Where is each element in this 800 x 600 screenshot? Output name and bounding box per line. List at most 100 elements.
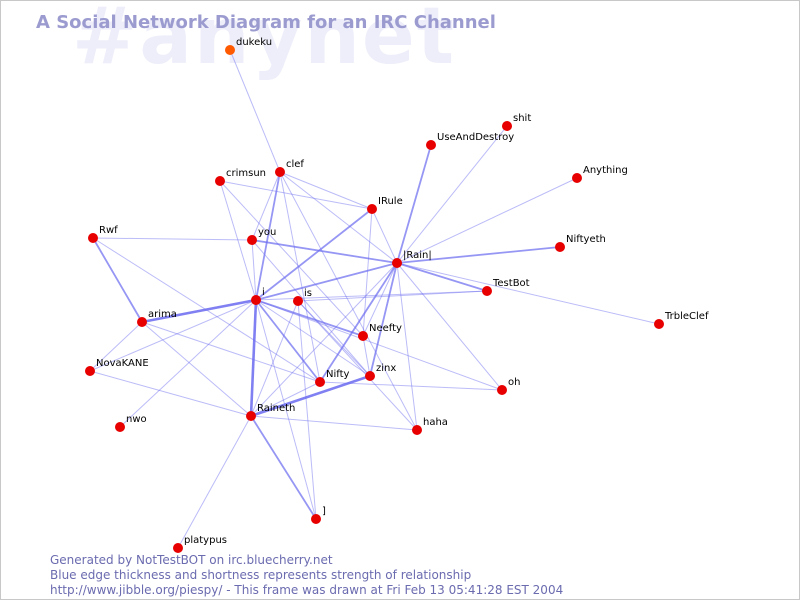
- edge-is-bracket: [297, 300, 317, 520]
- node-dot: [482, 286, 492, 296]
- edge-Rain-zinx: [369, 262, 398, 377]
- edge-i-Nifty: [255, 299, 321, 383]
- edge-is-haha: [297, 300, 418, 431]
- node-label: Niftyeth: [566, 234, 606, 245]
- node-TrbleClef: TrbleClef: [654, 311, 709, 329]
- node-dot: [247, 235, 257, 245]
- node-dot: [246, 411, 256, 421]
- node-label: nwo: [126, 414, 147, 425]
- node-dot: [412, 425, 422, 435]
- node-dot: [654, 319, 664, 329]
- node-label: clef: [286, 159, 304, 170]
- node-label: Anything: [583, 165, 628, 176]
- node-Neefty: Neefty: [358, 323, 402, 341]
- node-haha: haha: [412, 417, 448, 435]
- node-dot: [572, 173, 582, 183]
- node-label: oh: [508, 377, 520, 388]
- node-nwo: nwo: [115, 414, 147, 432]
- node-label: you: [258, 227, 276, 238]
- node-label: UseAndDestroy: [437, 132, 514, 143]
- node-NovaKANE: NovaKANE: [85, 358, 149, 376]
- edge-Neefty-zinx: [362, 335, 371, 377]
- footer-generated-by: Generated by NotTestBOT on irc.bluecherr…: [50, 553, 333, 567]
- node-label: |Rain|: [403, 250, 432, 261]
- edge-i-oh: [255, 299, 503, 391]
- edge-Rain-Neefty: [362, 262, 398, 337]
- node-dot: [555, 242, 565, 252]
- edge-IRule-Rain: [371, 208, 398, 264]
- footer-link-timestamp[interactable]: http://www.jibble.org/piespy/ - This fra…: [50, 583, 564, 597]
- node-dot: [115, 422, 125, 432]
- edge-Raineth-arima: [141, 321, 252, 417]
- node-label: Neefty: [369, 323, 402, 334]
- edge-Rain-Nifty: [319, 262, 398, 383]
- edge-crimsun-IRule: [219, 180, 373, 210]
- node-label: NovaKANE: [96, 358, 149, 369]
- node-bracket: ]: [311, 506, 326, 524]
- node-Raineth: Raineth: [246, 403, 295, 421]
- edge-layer: [89, 49, 660, 549]
- edge-you-zinx: [251, 239, 371, 377]
- node-dot: [251, 295, 261, 305]
- edge-clef-Nifty: [279, 171, 321, 383]
- edge-Nifty-oh: [319, 381, 503, 391]
- edge-arima-NovaKANE: [89, 321, 143, 372]
- edge-IRule-i: [255, 208, 373, 301]
- node-label: platypus: [184, 535, 227, 546]
- edge-you-i: [251, 239, 257, 301]
- node-Rain: |Rain|: [392, 250, 432, 268]
- node-dot: [85, 366, 95, 376]
- node-zinx: zinx: [365, 363, 396, 381]
- node-oh: oh: [497, 377, 520, 395]
- edge-clef-haha: [279, 171, 418, 431]
- edge-i-NovaKANE: [89, 299, 257, 372]
- edge-is-Raineth: [250, 300, 299, 417]
- channel-watermark: #anynet: [72, 0, 457, 82]
- node-dot: [358, 331, 368, 341]
- edge-clef-i: [255, 171, 281, 301]
- node-dot: [88, 233, 98, 243]
- edge-clef-you: [251, 171, 281, 241]
- node-platypus: platypus: [173, 535, 227, 553]
- node-is: is: [293, 288, 312, 306]
- edge-clef-Rain: [279, 171, 398, 264]
- edge-Rain-oh: [396, 262, 503, 391]
- edge-i-Raineth: [249, 299, 258, 417]
- node-Nifty: Nifty: [315, 369, 350, 387]
- node-clef: clef: [275, 159, 304, 177]
- node-dot: [502, 121, 512, 131]
- edge-you-Rain: [251, 239, 398, 264]
- edge-TestBot-Rain: [396, 262, 488, 292]
- node-dot: [275, 167, 285, 177]
- edge-Rain-haha: [396, 262, 418, 431]
- node-Rwf: Rwf: [88, 225, 118, 243]
- edge-i-zinx: [255, 299, 371, 377]
- edge-clef-IRule: [279, 171, 373, 210]
- node-dot: [365, 371, 375, 381]
- node-label: Rwf: [99, 225, 118, 236]
- footer-legend-note: Blue edge thickness and shortness repres…: [50, 568, 472, 582]
- edge-i-Neefty: [255, 299, 364, 337]
- edge-Raineth-NovaKANE: [89, 370, 252, 417]
- edge-Rain-Raineth: [250, 262, 398, 417]
- node-dot: [426, 140, 436, 150]
- edge-Raineth-Nifty: [250, 381, 321, 417]
- node-dot: [497, 385, 507, 395]
- node-dot: [173, 543, 183, 553]
- edge-Raineth-haha: [250, 415, 418, 431]
- node-label: arima: [148, 309, 177, 320]
- node-label: IRule: [378, 196, 403, 207]
- node-shit: shit: [502, 113, 531, 131]
- node-label: TestBot: [492, 278, 530, 289]
- node-dot: [215, 176, 225, 186]
- edge-i-arima: [141, 298, 257, 324]
- node-label: Nifty: [326, 369, 350, 380]
- node-IRule: IRule: [367, 196, 403, 214]
- node-label: i: [262, 287, 265, 298]
- node-dukeku: dukeku: [225, 37, 272, 55]
- edge-is-TestBot: [297, 290, 488, 302]
- node-label: Raineth: [257, 403, 295, 414]
- node-crimsun: crimsun: [215, 168, 266, 186]
- edge-Rwf-arima: [92, 237, 143, 323]
